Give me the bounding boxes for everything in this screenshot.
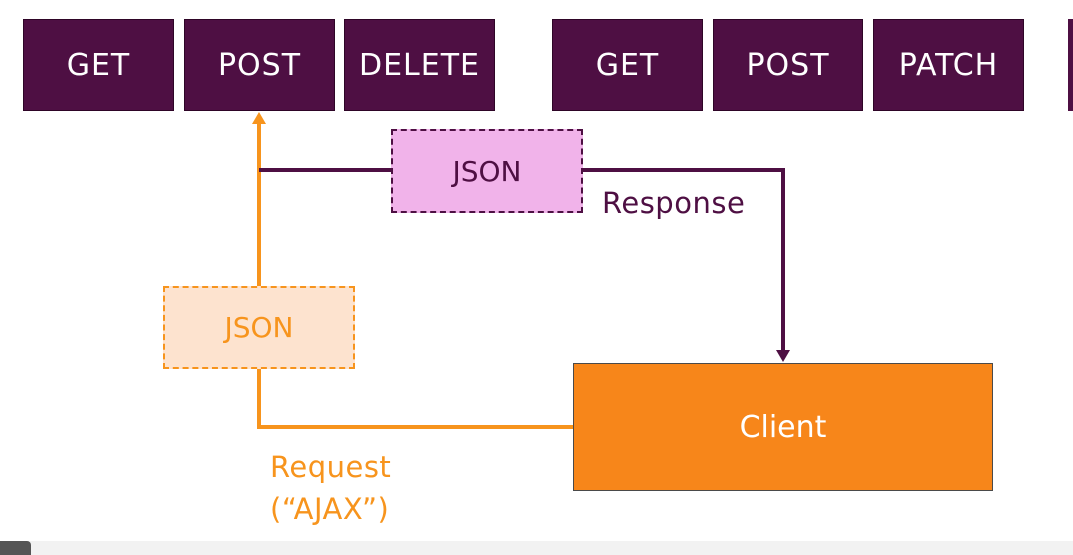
response-json-payload: JSON	[391, 129, 583, 213]
response-label: Response	[602, 186, 746, 220]
request-label-line2: (“AJAX”)	[270, 492, 390, 526]
request-arrowhead	[252, 112, 266, 124]
endpoint-cutoff	[1068, 19, 1073, 111]
request-connector	[257, 118, 573, 429]
request-label: Request (“AJAX”)	[270, 446, 391, 530]
request-json-payload: JSON	[163, 286, 355, 369]
endpoint-get-2: GET	[552, 19, 703, 111]
bottom-strip	[0, 541, 1073, 555]
bottom-tab[interactable]	[0, 541, 31, 555]
client-box: Client	[573, 363, 993, 491]
endpoint-get-1: GET	[23, 19, 174, 111]
endpoint-post-1: POST	[184, 19, 335, 111]
request-label-line1: Request	[270, 450, 392, 484]
endpoint-patch-2: PATCH	[873, 19, 1024, 111]
endpoint-post-2: POST	[713, 19, 863, 111]
endpoint-delete-1: DELETE	[344, 19, 495, 111]
response-arrowhead	[776, 350, 790, 362]
